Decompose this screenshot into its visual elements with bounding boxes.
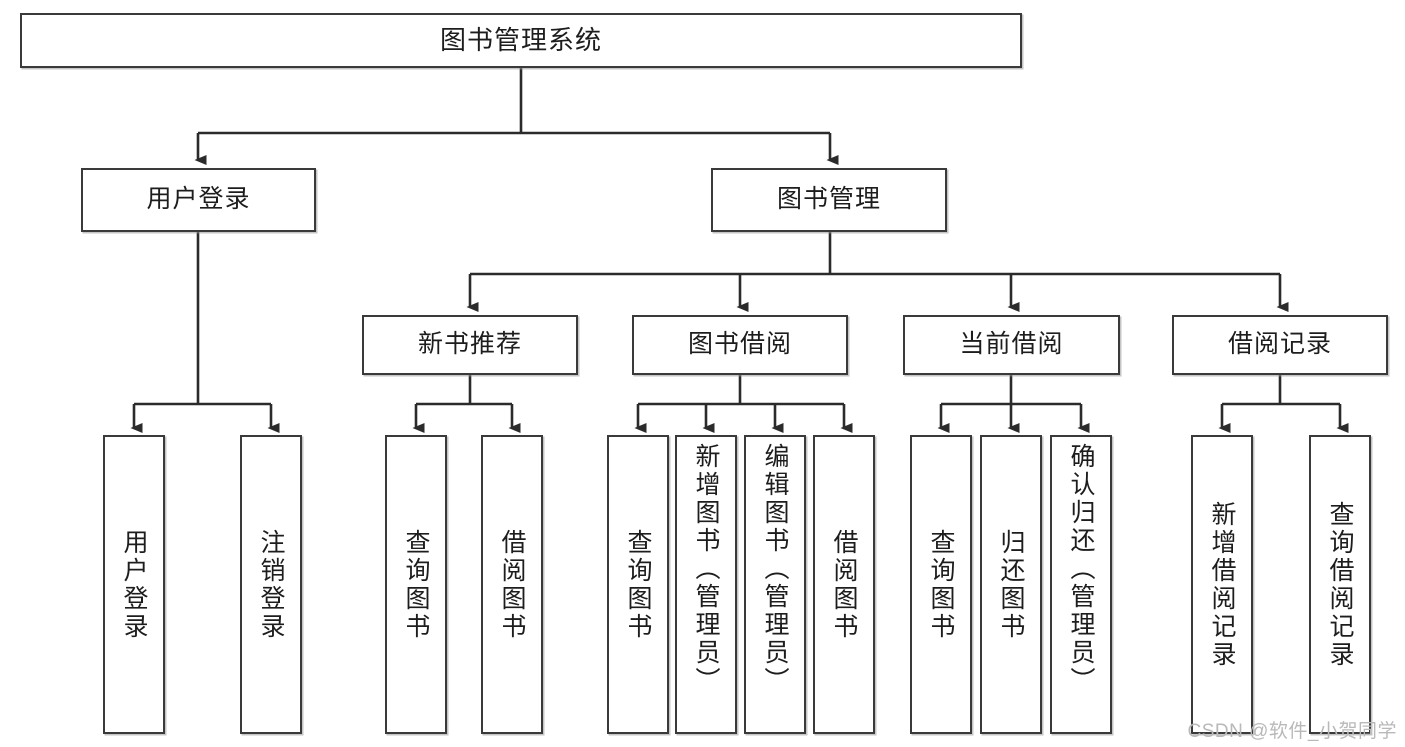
leaf-edit-book-admin[interactable]: 编辑图书（管理员）: [744, 435, 806, 734]
node-root-system[interactable]: 图书管理系统: [20, 13, 1022, 68]
leaf-confirm-return-admin[interactable]: 确认归还（管理员）: [1050, 435, 1112, 734]
node-label: 当前借阅: [959, 330, 1064, 359]
node-label: 图书管理系统: [439, 25, 602, 56]
node-label: 借阅图书: [830, 528, 858, 641]
node-current-borrow[interactable]: 当前借阅: [903, 315, 1120, 375]
leaf-borrow-book-recommend[interactable]: 借阅图书: [481, 435, 543, 734]
leaf-query-book-borrow[interactable]: 查询图书: [607, 435, 669, 734]
node-label: 新增图书（管理员）: [692, 443, 720, 695]
node-book-management[interactable]: 图书管理: [711, 168, 947, 232]
node-new-book-recommend[interactable]: 新书推荐: [362, 315, 578, 375]
node-label: 借阅记录: [1227, 330, 1332, 359]
node-label: 查询图书: [927, 528, 955, 641]
node-label: 图书借阅: [687, 330, 792, 359]
leaf-add-borrow-record[interactable]: 新增借阅记录: [1191, 435, 1253, 734]
node-label: 归还图书: [997, 528, 1025, 641]
node-label: 确认归还（管理员）: [1067, 443, 1095, 695]
node-label: 查询图书: [402, 528, 430, 641]
node-label: 图书管理: [776, 185, 881, 214]
leaf-user-login[interactable]: 用户登录: [103, 435, 165, 734]
node-label: 新书推荐: [417, 330, 522, 359]
node-borrow-record[interactable]: 借阅记录: [1172, 315, 1388, 375]
node-label: 注销登录: [257, 528, 285, 641]
leaf-borrow-book[interactable]: 借阅图书: [813, 435, 875, 734]
node-label: 查询借阅记录: [1326, 500, 1354, 669]
node-user-login[interactable]: 用户登录: [81, 168, 316, 232]
leaf-query-book-current[interactable]: 查询图书: [910, 435, 972, 734]
node-label: 用户登录: [146, 185, 251, 214]
node-book-borrow[interactable]: 图书借阅: [632, 315, 848, 375]
leaf-return-book[interactable]: 归还图书: [980, 435, 1042, 734]
node-label: 用户登录: [120, 528, 148, 641]
node-label: 新增借阅记录: [1208, 500, 1236, 669]
leaf-user-logout[interactable]: 注销登录: [240, 435, 302, 734]
leaf-query-book-recommend[interactable]: 查询图书: [385, 435, 447, 734]
csdn-watermark: CSDN @软件_小贺同学: [1187, 721, 1397, 742]
node-label: 借阅图书: [498, 528, 526, 641]
leaf-query-borrow-record[interactable]: 查询借阅记录: [1309, 435, 1371, 734]
leaf-add-book-admin[interactable]: 新增图书（管理员）: [675, 435, 737, 734]
node-label: 编辑图书（管理员）: [761, 443, 789, 695]
node-label: 查询图书: [624, 528, 652, 641]
